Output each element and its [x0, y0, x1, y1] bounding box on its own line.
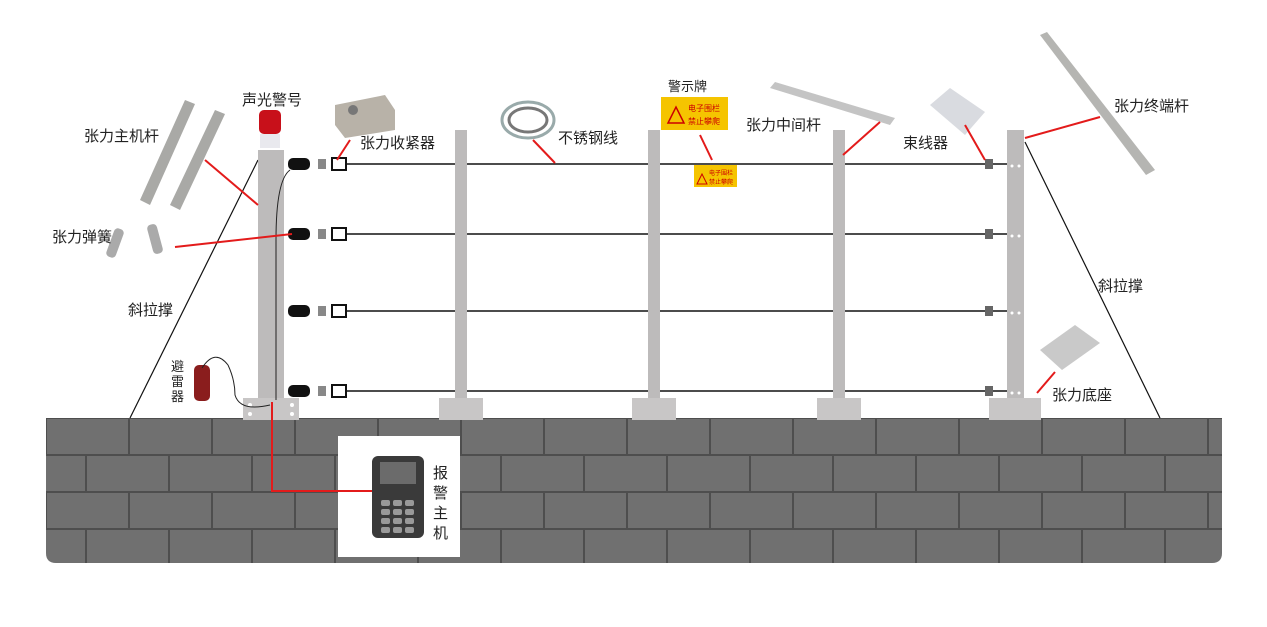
label-brace-right: 斜拉撑 — [1098, 277, 1143, 295]
middle-post — [455, 130, 467, 418]
arrester-char: 雷 — [171, 375, 184, 390]
host-char: 警 — [433, 484, 448, 502]
keypad-key — [405, 518, 414, 524]
main-post-parts-icon — [140, 100, 225, 210]
spring-icon — [288, 385, 310, 397]
insulator-icon — [318, 306, 326, 316]
tensioner-icon — [331, 304, 347, 318]
label-alarm-light: 声光警号 — [242, 91, 302, 109]
keypad-key — [381, 527, 390, 533]
label-brace-left: 斜拉撑 — [128, 301, 173, 319]
middle-post-part-icon — [770, 82, 895, 125]
middle-posts — [439, 130, 861, 420]
spring-icon — [288, 228, 310, 240]
base-bracket-icon — [1040, 325, 1100, 370]
warning-sign-small: 电子围栏 禁止攀爬 — [694, 165, 737, 187]
end-post-part-icon — [1040, 32, 1155, 175]
sign-small-line2: 禁止攀爬 — [709, 178, 733, 186]
keypad-key — [393, 500, 402, 506]
wire-bundler-icon — [930, 88, 985, 135]
arrester-char: 器 — [171, 390, 184, 405]
sign-small-line1: 电子围栏 — [709, 169, 733, 177]
post-base — [632, 398, 676, 420]
label-steel-wire: 不锈钢线 — [558, 129, 618, 147]
spring-icon — [288, 305, 310, 317]
arrester-char: 避 — [171, 360, 184, 375]
keypad-key — [405, 509, 414, 515]
label-end-post: 张力终端杆 — [1114, 97, 1189, 115]
wire-coil-icon — [500, 100, 556, 140]
label-alarm-host: 报 警 主 机 — [433, 464, 448, 542]
keypad-key — [381, 500, 390, 506]
left-brace — [129, 159, 259, 419]
spring-icon — [288, 158, 310, 170]
post-base — [817, 398, 861, 420]
label-spring: 张力弹簧 — [52, 228, 112, 246]
tensioner-icon — [331, 157, 347, 171]
label-middle-post: 张力中间杆 — [746, 116, 821, 134]
middle-post — [833, 130, 845, 418]
keypad-key — [381, 509, 390, 515]
insulator-icon — [318, 229, 326, 239]
label-lightning-arrester: 避 雷 器 — [171, 360, 184, 405]
steel-wires — [345, 163, 1010, 392]
label-base: 张力底座 — [1052, 386, 1112, 404]
end-post — [985, 130, 1041, 420]
label-warning-sign: 警示牌 — [668, 79, 707, 95]
keypad-key — [405, 500, 414, 506]
insulator-icon — [318, 386, 326, 396]
host-char: 主 — [433, 504, 448, 522]
keypad-key — [393, 527, 402, 533]
label-tensioner: 张力收紧器 — [360, 134, 435, 152]
leader-lines — [174, 116, 1101, 492]
warning-sign-large: 电子围栏 禁止攀爬 — [661, 97, 728, 130]
tensioner-icon — [331, 227, 347, 241]
label-wire-bundler: 束线器 — [903, 134, 948, 152]
alarm-light-icon — [259, 110, 281, 148]
arrester-icon — [194, 356, 271, 408]
tensioner-box-icon — [335, 95, 395, 138]
label-main-post: 张力主机杆 — [84, 127, 159, 145]
sign-line1: 电子围栏 — [688, 103, 720, 113]
middle-post — [648, 130, 660, 418]
host-char: 机 — [433, 524, 448, 542]
keypad-key — [381, 518, 390, 524]
main-post — [243, 150, 299, 420]
sign-line2: 禁止攀爬 — [688, 116, 720, 126]
alarm-host-panel — [338, 436, 460, 557]
keypad-key — [405, 527, 414, 533]
keypad-key — [393, 518, 402, 524]
tensioner-icon — [331, 384, 347, 398]
insulator-icon — [318, 159, 326, 169]
tension-springs — [288, 157, 347, 398]
right-brace — [1024, 141, 1161, 419]
host-char: 报 — [433, 464, 448, 482]
post-base — [439, 398, 483, 420]
springs-icon — [106, 224, 163, 258]
keypad-key — [393, 509, 402, 515]
brick-wall — [46, 418, 1222, 563]
